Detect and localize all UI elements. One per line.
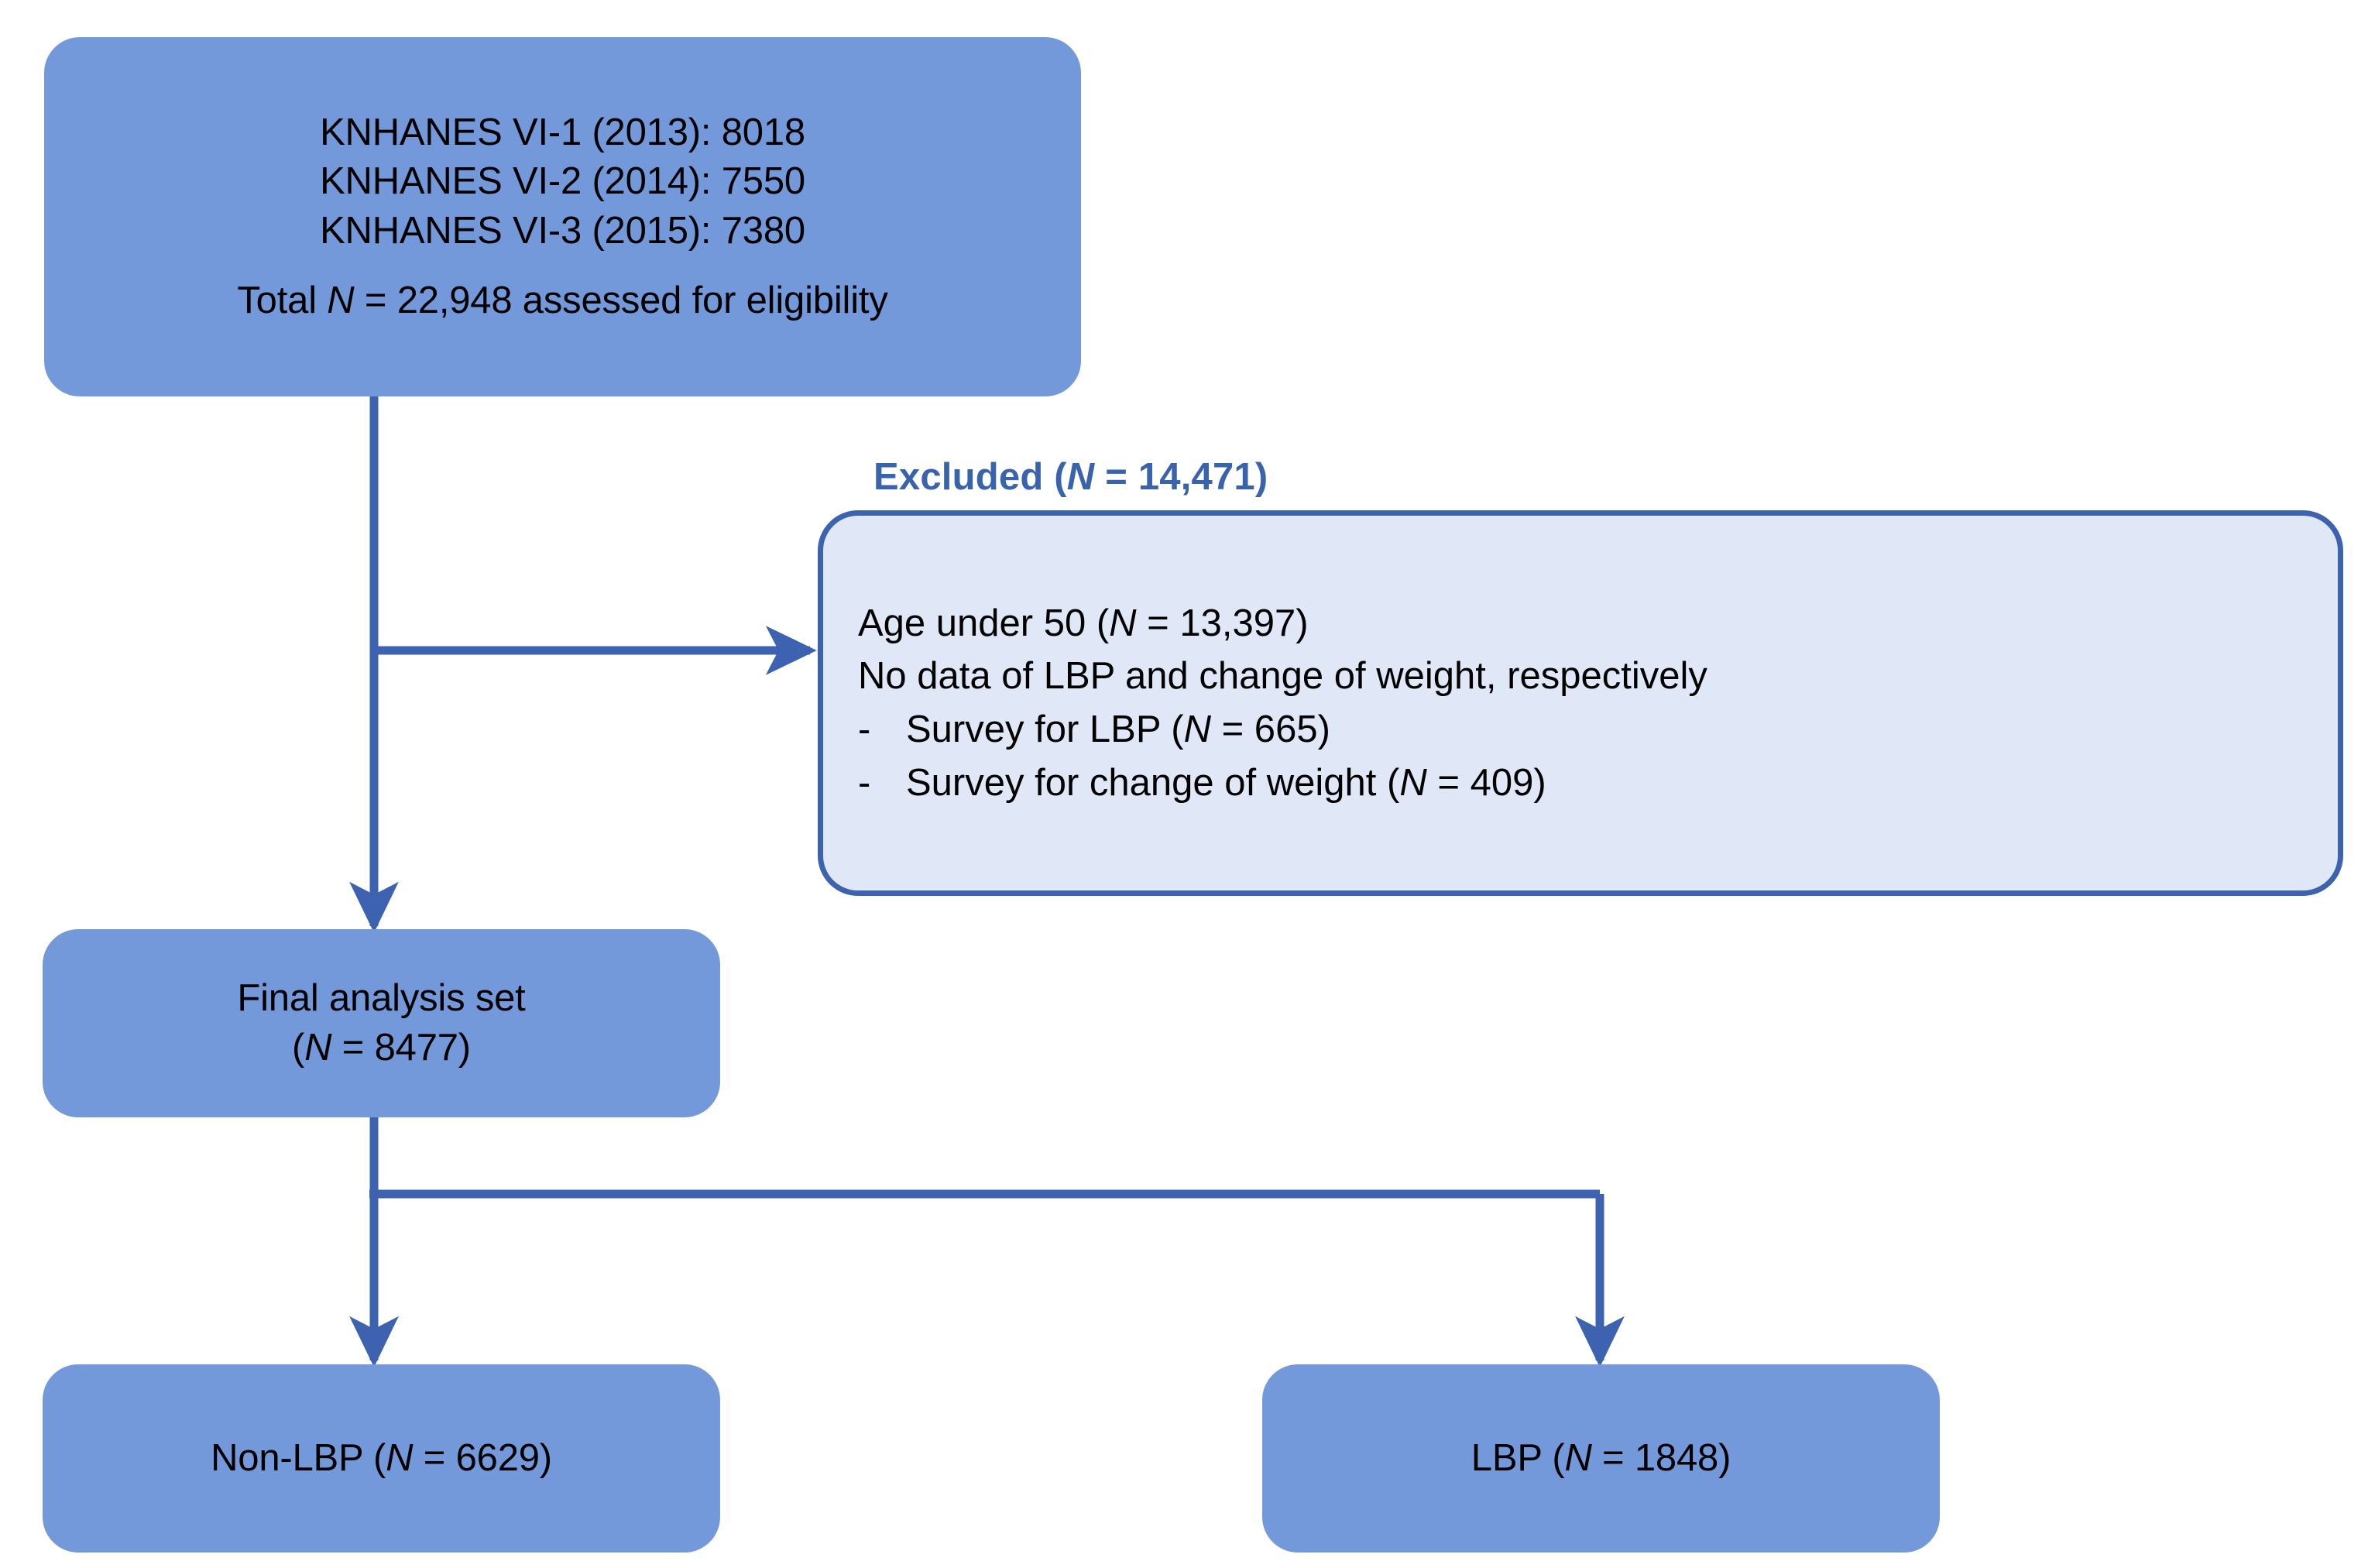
enrollment-line-1: KNHANES VI-1 (2013): 8018: [320, 111, 805, 153]
excluded-bullet-weight-n-symbol: N: [1399, 761, 1427, 804]
enrollment-total-prefix: Total: [237, 279, 328, 321]
excluded-label-suffix: = 14,471): [1094, 456, 1268, 498]
excluded-label-prefix: Excluded (: [873, 456, 1067, 498]
non-lbp-suffix: = 6629): [413, 1436, 552, 1479]
excluded-bullet-lbp-n-symbol: N: [1183, 709, 1211, 750]
non-lbp-n-symbol: N: [386, 1436, 414, 1479]
excluded-box: Age under 50 (N = 13,397) No data of LBP…: [818, 510, 2343, 896]
excluded-row-age: Age under 50 (N = 13,397): [858, 597, 2322, 650]
lbp-n-symbol: N: [1564, 1436, 1592, 1479]
final-analysis-prefix: (: [292, 1026, 305, 1069]
lbp-box: LBP (N = 1848): [1262, 1364, 1940, 1553]
excluded-bullet-lbp-prefix: Survey for LBP (: [906, 709, 1184, 750]
enrollment-line-2: KNHANES VI-2 (2014): 7550: [320, 160, 805, 203]
final-analysis-suffix: = 8477): [331, 1026, 471, 1069]
excluded-row-age-prefix: Age under 50 (: [858, 602, 1110, 644]
excluded-row-nodata: No data of LBP and change of weight, res…: [858, 655, 1707, 698]
final-analysis-line-2: (N = 8477): [292, 1024, 471, 1073]
non-lbp-label: Non-LBP (N = 6629): [211, 1434, 552, 1484]
enrollment-line-3: KNHANES VI-3 (2015): 7380: [320, 210, 805, 252]
excluded-label: Excluded (N = 14,471): [873, 455, 1268, 499]
excluded-bullet-weight: - Survey for change of weight (N = 409): [858, 757, 2322, 810]
excluded-bullet-lbp-text: Survey for LBP (N = 665): [906, 703, 1330, 757]
excluded-bullet-lbp: - Survey for LBP (N = 665): [858, 703, 2322, 757]
final-analysis-line-1: Final analysis set: [237, 976, 526, 1019]
bullet-dash-icon: -: [858, 709, 871, 750]
excluded-bullet-lbp-suffix: = 665): [1210, 709, 1330, 750]
excluded-body: Age under 50 (N = 13,397) No data of LBP…: [823, 597, 2338, 809]
final-analysis-box: Final analysis set (N = 8477): [43, 929, 720, 1117]
excluded-row-age-n-symbol: N: [1109, 602, 1137, 644]
excluded-row-age-suffix: = 13,397): [1136, 602, 1309, 644]
enrollment-box: KNHANES VI-1 (2013): 8018 KNHANES VI-2 (…: [44, 37, 1081, 396]
enrollment-total-suffix: = 22,948 assessed for eligibility: [354, 279, 888, 321]
lbp-label: LBP (N = 1848): [1471, 1434, 1731, 1484]
excluded-bullet-weight-text: Survey for change of weight (N = 409): [906, 757, 1546, 810]
excluded-label-n-symbol: N: [1066, 456, 1095, 498]
final-analysis-n-symbol: N: [304, 1026, 332, 1069]
non-lbp-box: Non-LBP (N = 6629): [43, 1364, 720, 1553]
enrollment-total-line: Total N = 22,948 assessed for eligibilit…: [237, 276, 887, 326]
bullet-dash-icon: -: [858, 761, 871, 804]
lbp-prefix: LBP (: [1471, 1436, 1565, 1479]
lbp-suffix: = 1848): [1591, 1436, 1731, 1479]
excluded-bullet-weight-prefix: Survey for change of weight (: [906, 761, 1400, 804]
enrollment-total-n-symbol: N: [327, 279, 355, 321]
non-lbp-prefix: Non-LBP (: [211, 1436, 386, 1479]
excluded-bullet-weight-suffix: = 409): [1426, 761, 1546, 804]
